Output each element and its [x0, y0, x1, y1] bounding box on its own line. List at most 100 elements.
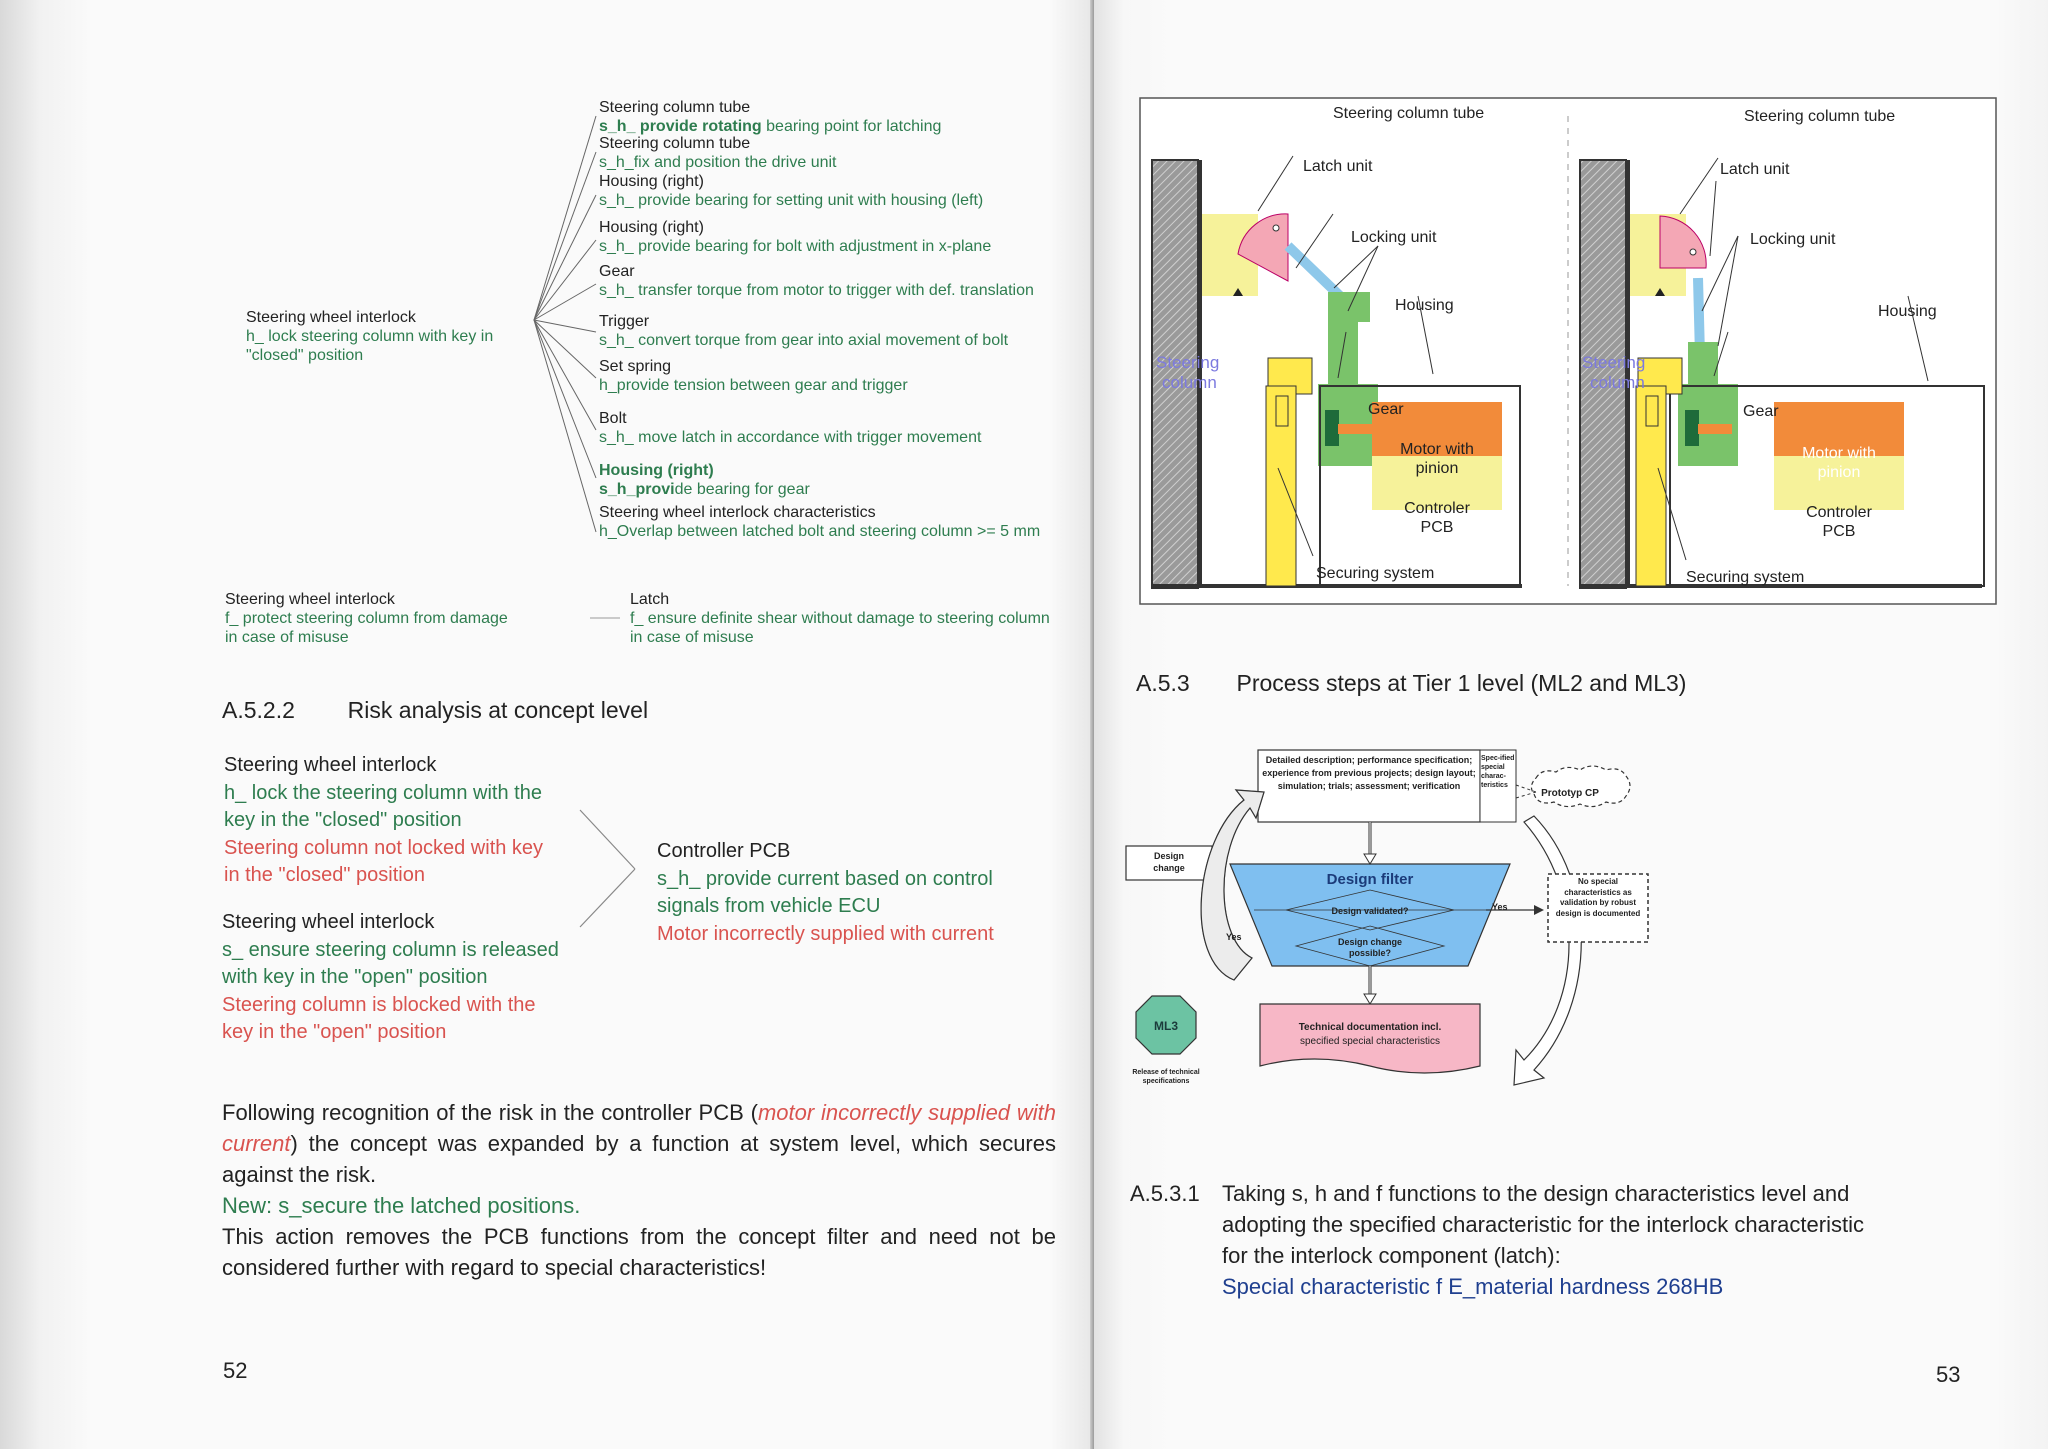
tree-latch-title: Latch	[630, 591, 670, 608]
fig-left-locking: Locking unit	[1351, 229, 1437, 246]
fig-left-latch: Latch unit	[1303, 158, 1373, 175]
branch-item: Housing (right) s_h_provide bearing for …	[599, 461, 1089, 503]
flow-design-filter: Design filter	[1327, 871, 1414, 888]
risk-failure: Motor incorrectly supplied with current	[657, 922, 994, 945]
body-paragraph: Following recognition of the risk in the…	[222, 1097, 1056, 1283]
flow-top-box: Detailed description; performance specif…	[1262, 755, 1476, 791]
flow-change-possible-1: Design change	[1338, 937, 1402, 947]
tree-root2-line1: f_ protect steering column from damage	[225, 610, 508, 627]
fig-left-column-2: column	[1162, 373, 1217, 392]
branch-title: Trigger	[599, 313, 650, 330]
fig-right-pcb-2: PCB	[1823, 523, 1856, 540]
flow-yes-left: Yes	[1226, 932, 1242, 942]
flow-validated: Design validated?	[1331, 906, 1408, 916]
fig-left-securing: Securing system	[1316, 565, 1434, 582]
section-number: A.5.3	[1136, 670, 1190, 696]
flow-design-change-2: change	[1153, 863, 1185, 873]
risk-title: Steering wheel interlock	[224, 754, 437, 776]
fig-left-tube: Steering column tube	[1333, 105, 1484, 122]
branch-item: Bolt s_h_ move latch in accordance with …	[599, 409, 1089, 461]
fig-left-pcb-2: PCB	[1421, 519, 1454, 536]
risk-function: h_ lock the steering column with the	[224, 781, 542, 804]
branch-title: Steering column tube	[599, 99, 751, 116]
risk-title: Steering wheel interlock	[222, 911, 435, 933]
branch-line-bold: s_h_ provide rotating	[599, 118, 762, 135]
fig-left-gear: Gear	[1368, 401, 1404, 418]
tree-root2-title: Steering wheel interlock	[225, 591, 395, 608]
branch-line-rest: bearing point for latching	[761, 118, 942, 135]
branch-title: Gear	[599, 263, 635, 280]
para-1: Following recognition of the risk in the…	[222, 1100, 1056, 1187]
section-number: A.5.2.2	[222, 697, 295, 723]
risk-function: s_h_ provide current based on control	[657, 867, 993, 890]
flow-prototyp: Prototyp CP	[1541, 788, 1599, 799]
fig-left-housing: Housing	[1395, 297, 1454, 314]
para-2: This action removes the PCB functions fr…	[222, 1224, 1056, 1280]
figure-left-panel: Steering column tube Latch unit Locking …	[1151, 105, 1522, 589]
flow-release-1: Release of technical	[1132, 1069, 1199, 1076]
figure-right-panel: Steering column tube Latch unit Locking …	[1579, 108, 1985, 589]
fig-left-column-1: Steering	[1156, 353, 1219, 372]
branch-title: Housing (right)	[599, 173, 704, 190]
section-title: Risk analysis at concept level	[347, 697, 649, 723]
branch-item: Steering wheel interlock characteristics…	[599, 503, 1089, 541]
flow-change-possible-2: possible?	[1349, 948, 1391, 958]
subsection-line: adopting the specified characteristic fo…	[1222, 1212, 1864, 1237]
branch-title: Housing (right)	[599, 219, 704, 236]
branch-line: s_h_ provide bearing for setting unit wi…	[599, 192, 984, 209]
page-number-right: 53	[1936, 1362, 1961, 1387]
flow-yes-right: Yes	[1492, 902, 1508, 912]
fig-left-motor-1: Motor with	[1400, 441, 1474, 458]
branch-title: Housing (right)	[599, 462, 714, 479]
flow-tech-doc-rest: specified special characteristics	[1300, 1036, 1440, 1047]
branch-line: s_h_ convert torque from gear into axial…	[599, 332, 1009, 349]
risk-function: with key in the "open" position	[222, 966, 488, 988]
section-title: Process steps at Tier 1 level (ML2 and M…	[1236, 670, 1687, 696]
special-characteristic: Special characteristic f E_material hard…	[1222, 1274, 1724, 1299]
fig-right-locking: Locking unit	[1750, 231, 1836, 248]
section-heading-a522: A.5.2.2 Risk analysis at concept level	[222, 697, 648, 724]
tree-root1-line2: "closed" position	[246, 347, 364, 364]
fig-right-tube: Steering column tube	[1744, 108, 1895, 125]
risk-title: Controller PCB	[657, 840, 791, 862]
branch-item: Steering column tube s_h_ provide rotati…	[599, 98, 1089, 135]
risk-block-2: Steering wheel interlock s_ ensure steer…	[222, 909, 559, 1047]
subsection-number: A.5.3.1	[1130, 1181, 1200, 1206]
branch-item: Steering column tube s_h_fix and positio…	[599, 134, 1089, 172]
branch-title: Steering wheel interlock characteristics	[599, 504, 876, 521]
branch-line: h_provide tension between gear and trigg…	[599, 377, 908, 394]
para-italic-risk: motor incorrectly supplied with current	[222, 1100, 1056, 1156]
flow-design-change-1: Design	[1154, 851, 1184, 861]
interlock-figure: Steering column tube Latch unit Locking …	[1139, 97, 1997, 605]
fig-right-housing: Housing	[1878, 303, 1937, 320]
risk-function: signals from vehicle ECU	[657, 895, 881, 917]
tree-latch: Latch f_ ensure definite shear without d…	[630, 590, 1050, 647]
right-page: Steering column tube Latch unit Locking …	[1094, 0, 2048, 1449]
branch-item: Gear s_h_ transfer torque from motor to …	[599, 262, 1089, 312]
flow-release-2: specifications	[1143, 1078, 1190, 1085]
branch-title: Set spring	[599, 358, 672, 375]
subsection-line: for the interlock component (latch):	[1222, 1243, 1561, 1268]
page-number-left: 52	[223, 1358, 248, 1383]
fig-right-securing: Securing system	[1686, 569, 1804, 586]
fig-right-column-1: Steering	[1582, 353, 1645, 372]
flow-no-special: No special characteristics as validation…	[1555, 877, 1641, 918]
tree-latch-line1: f_ ensure definite shear without damage …	[630, 610, 1050, 627]
tree-connectors	[533, 115, 597, 533]
left-page: Steering wheel interlock h_ lock steerin…	[0, 0, 1094, 1449]
branch-line: s_h_ move latch in accordance with trigg…	[599, 429, 982, 446]
branch-line: s_h_ transfer torque from motor to trigg…	[599, 282, 1034, 299]
fig-right-column-2: column	[1590, 373, 1645, 392]
tree-root1-line1: h_ lock steering column with key in	[246, 328, 494, 345]
tree-root1-title: Steering wheel interlock	[246, 309, 416, 326]
latch-connector	[590, 617, 620, 619]
process-flow-diagram: Detailed description; performance specif…	[1125, 749, 1649, 1086]
tree-root1: Steering wheel interlock h_ lock steerin…	[246, 308, 493, 365]
subsection-line: Taking s, h and f functions to the desig…	[1222, 1181, 1850, 1206]
flow-tech-doc-bold: Technical documentation incl.	[1299, 1022, 1442, 1033]
branch-line: s_h_fix and position the drive unit	[599, 154, 837, 171]
risk-block-1: Steering wheel interlock h_ lock the ste…	[224, 752, 543, 890]
fig-right-motor-1: Motor with	[1802, 445, 1876, 462]
flow-spec-box: Spec-ified special charac-teristics	[1481, 755, 1515, 789]
risk-function: key in the "closed" position	[224, 809, 462, 831]
